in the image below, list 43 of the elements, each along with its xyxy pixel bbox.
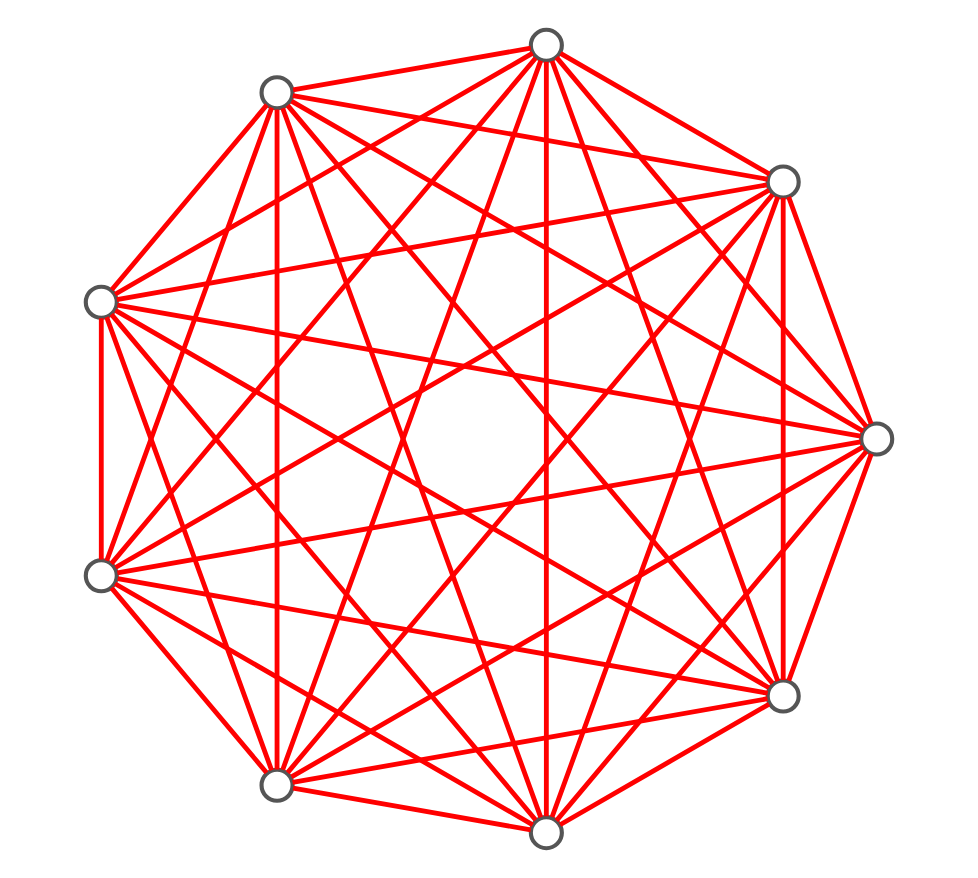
connector (786, 196, 874, 425)
node-circle (259, 75, 295, 111)
connector (104, 106, 274, 562)
connector (290, 99, 865, 434)
connector (780, 197, 786, 680)
node-circle (259, 767, 295, 803)
connector (114, 308, 771, 690)
connector (109, 312, 538, 822)
connector (543, 61, 549, 817)
connector (549, 196, 781, 818)
connector (559, 51, 771, 177)
connector (292, 696, 768, 785)
connector (292, 785, 532, 833)
node-circle (765, 678, 801, 714)
connector (549, 60, 781, 682)
connector (109, 586, 269, 775)
connector (292, 93, 769, 182)
connector (554, 449, 869, 823)
connector (113, 51, 534, 297)
connector (274, 109, 280, 770)
connector (116, 302, 861, 439)
connector (292, 45, 532, 93)
connector (116, 182, 768, 302)
connector (117, 576, 769, 696)
node-circle (528, 27, 564, 63)
connector (104, 316, 274, 772)
connector (98, 318, 104, 560)
node-circle (83, 284, 119, 320)
connector (558, 702, 771, 827)
connector (113, 581, 534, 827)
connector (109, 103, 269, 292)
node-circle (765, 164, 801, 200)
node-circle (528, 815, 564, 851)
connector (554, 55, 869, 429)
connector (285, 103, 775, 685)
connector (285, 193, 775, 775)
connector (114, 188, 771, 570)
connector (290, 444, 865, 779)
node-circle (83, 558, 119, 594)
connector (116, 439, 861, 576)
node-circle (859, 421, 895, 457)
connector (109, 56, 538, 566)
connector (786, 453, 874, 682)
